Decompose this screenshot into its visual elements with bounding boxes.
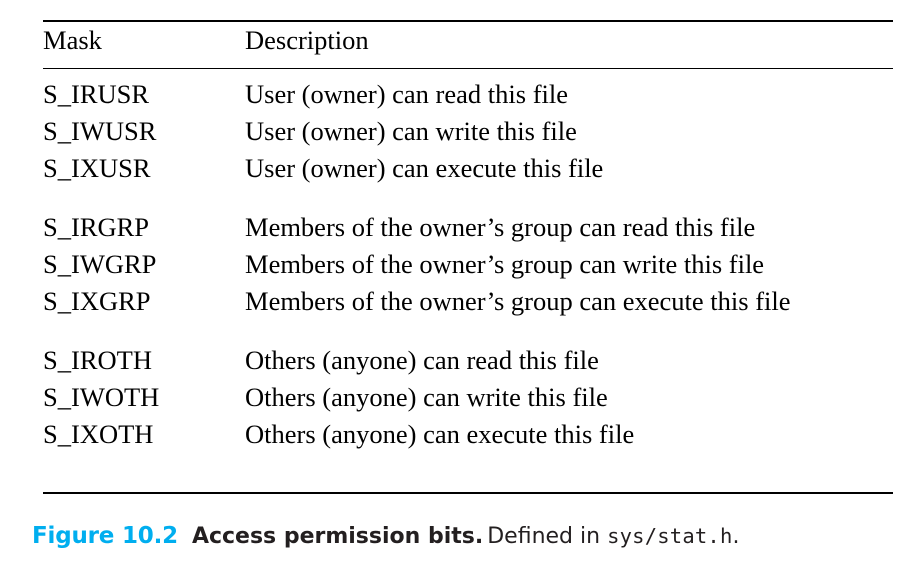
- table-row: S_IWUSR User (owner) can write this file: [43, 113, 893, 150]
- permission-table: Mask Description: [43, 22, 893, 68]
- table-bottom-rule: [43, 492, 893, 494]
- figure-header-path: sys/stat.h: [607, 524, 733, 548]
- cell-mask: S_IXOTH: [43, 419, 154, 449]
- cell-description: User (owner) can write this file: [245, 116, 577, 146]
- cell-description: Others (anyone) can execute this file: [245, 419, 635, 449]
- column-header-description: Description: [245, 25, 369, 55]
- figure-label: Figure 10.2: [32, 523, 178, 549]
- table-row: S_IXUSR User (owner) can execute this fi…: [43, 150, 893, 187]
- cell-description: Members of the owner’s group can write t…: [245, 249, 765, 279]
- table-row: S_IWGRP Members of the owner’s group can…: [43, 246, 893, 283]
- table-header-rule: [43, 68, 893, 69]
- cell-mask: S_IRGRP: [43, 212, 150, 242]
- table-top-rule: [43, 20, 893, 22]
- table-row: S_IXOTH Others (anyone) can execute this…: [43, 416, 893, 456]
- permission-table-body: S_IRUSR User (owner) can read this file …: [43, 69, 893, 456]
- table-row: S_IRUSR User (owner) can read this file: [43, 69, 893, 113]
- table-header-row: Mask Description: [43, 22, 893, 68]
- cell-description: Others (anyone) can write this file: [245, 382, 608, 412]
- figure-note-suffix: .: [732, 524, 740, 549]
- cell-mask: S_IRUSR: [43, 79, 150, 109]
- table-row: S_IWOTH Others (anyone) can write this f…: [43, 379, 893, 416]
- cell-mask: S_IWGRP: [43, 249, 157, 279]
- cell-description: User (owner) can execute this file: [245, 153, 604, 183]
- cell-mask: S_IXUSR: [43, 153, 151, 183]
- cell-mask: S_IROTH: [43, 345, 152, 375]
- figure-caption: Figure 10.2 Access permission bits.Define…: [32, 522, 902, 551]
- figure-note-prefix: Defined in: [487, 524, 601, 549]
- cell-description: Members of the owner’s group can read th…: [245, 212, 756, 242]
- cell-mask: S_IWOTH: [43, 382, 160, 412]
- permission-table-block: Mask Description S_IRUSR User (owner) ca…: [43, 20, 893, 456]
- cell-description: User (owner) can read this file: [245, 79, 569, 109]
- cell-description: Others (anyone) can read this file: [245, 345, 599, 375]
- cell-mask: S_IWUSR: [43, 116, 157, 146]
- table-row: S_IROTH Others (anyone) can read this fi…: [43, 320, 893, 379]
- column-header-mask: Mask: [43, 25, 102, 55]
- table-row: S_IRGRP Members of the owner’s group can…: [43, 187, 893, 246]
- cell-description: Members of the owner’s group can execute…: [245, 286, 791, 316]
- table-row: S_IXGRP Members of the owner’s group can…: [43, 283, 893, 320]
- figure-title: Access permission bits.: [191, 524, 484, 549]
- cell-mask: S_IXGRP: [43, 286, 151, 316]
